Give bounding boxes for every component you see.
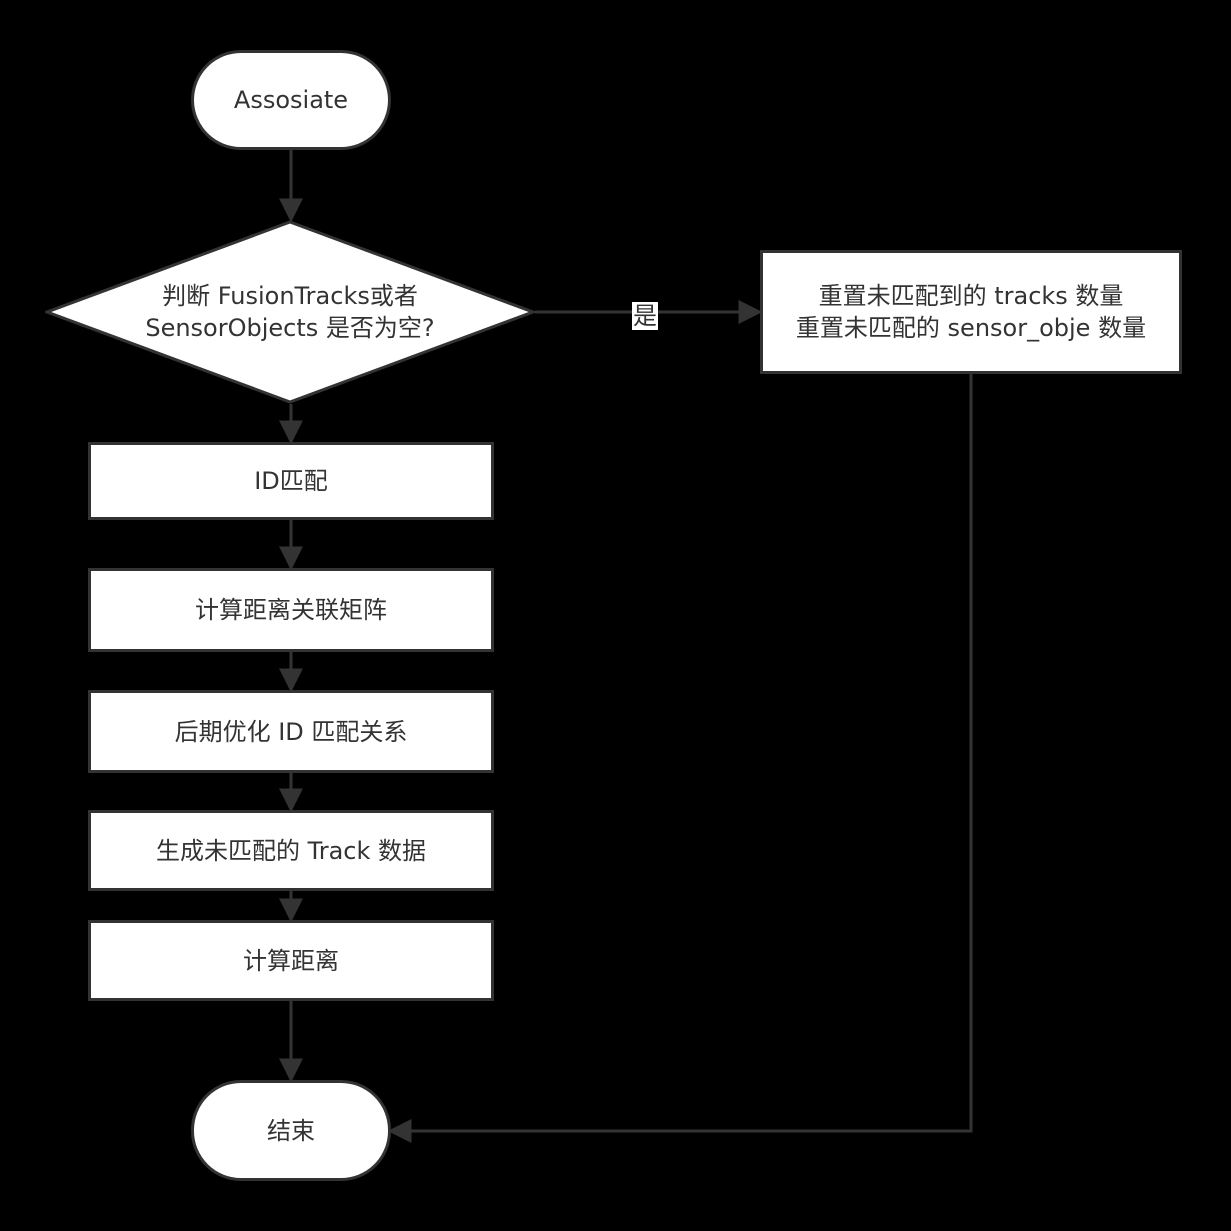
edge-label-yes: 是: [632, 302, 658, 330]
reset-label-line1: 重置未匹配到的 tracks 数量: [818, 282, 1124, 310]
start-node[interactable]: Assosiate: [191, 50, 391, 150]
decision-text: 判断 FusionTracks或者 SensorObjects 是否为空?: [45, 220, 535, 404]
reset-node[interactable]: 重置未匹配到的 tracks 数量 重置未匹配的 sensor_obje 数量: [760, 250, 1182, 374]
decision-node[interactable]: 判断 FusionTracks或者 SensorObjects 是否为空?: [45, 220, 535, 404]
gen-unmatched-label: 生成未匹配的 Track 数据: [155, 836, 427, 865]
start-node-label: Assosiate: [233, 86, 349, 114]
reset-label-line2: 重置未匹配的 sensor_obje 数量: [795, 314, 1147, 342]
end-node[interactable]: 结束: [191, 1080, 391, 1181]
compute-matrix-label: 计算距离关联矩阵: [195, 596, 387, 624]
decision-label-line2: SensorObjects 是否为空?: [145, 314, 435, 342]
optimize-label: 后期优化 ID 匹配关系: [174, 717, 408, 746]
decision-label-line1: 判断 FusionTracks或者: [162, 282, 418, 310]
decision-diamond-shape: [45, 220, 535, 404]
id-match-node[interactable]: ID匹配: [88, 442, 494, 520]
compute-distance-node[interactable]: 计算距离: [88, 920, 494, 1001]
optimize-node[interactable]: 后期优化 ID 匹配关系: [88, 690, 494, 773]
end-node-label: 结束: [267, 1116, 315, 1145]
compute-distance-label: 计算距离: [243, 946, 339, 975]
id-match-label: ID匹配: [254, 467, 328, 495]
compute-matrix-node[interactable]: 计算距离关联矩阵: [88, 568, 494, 652]
gen-unmatched-node[interactable]: 生成未匹配的 Track 数据: [88, 810, 494, 891]
